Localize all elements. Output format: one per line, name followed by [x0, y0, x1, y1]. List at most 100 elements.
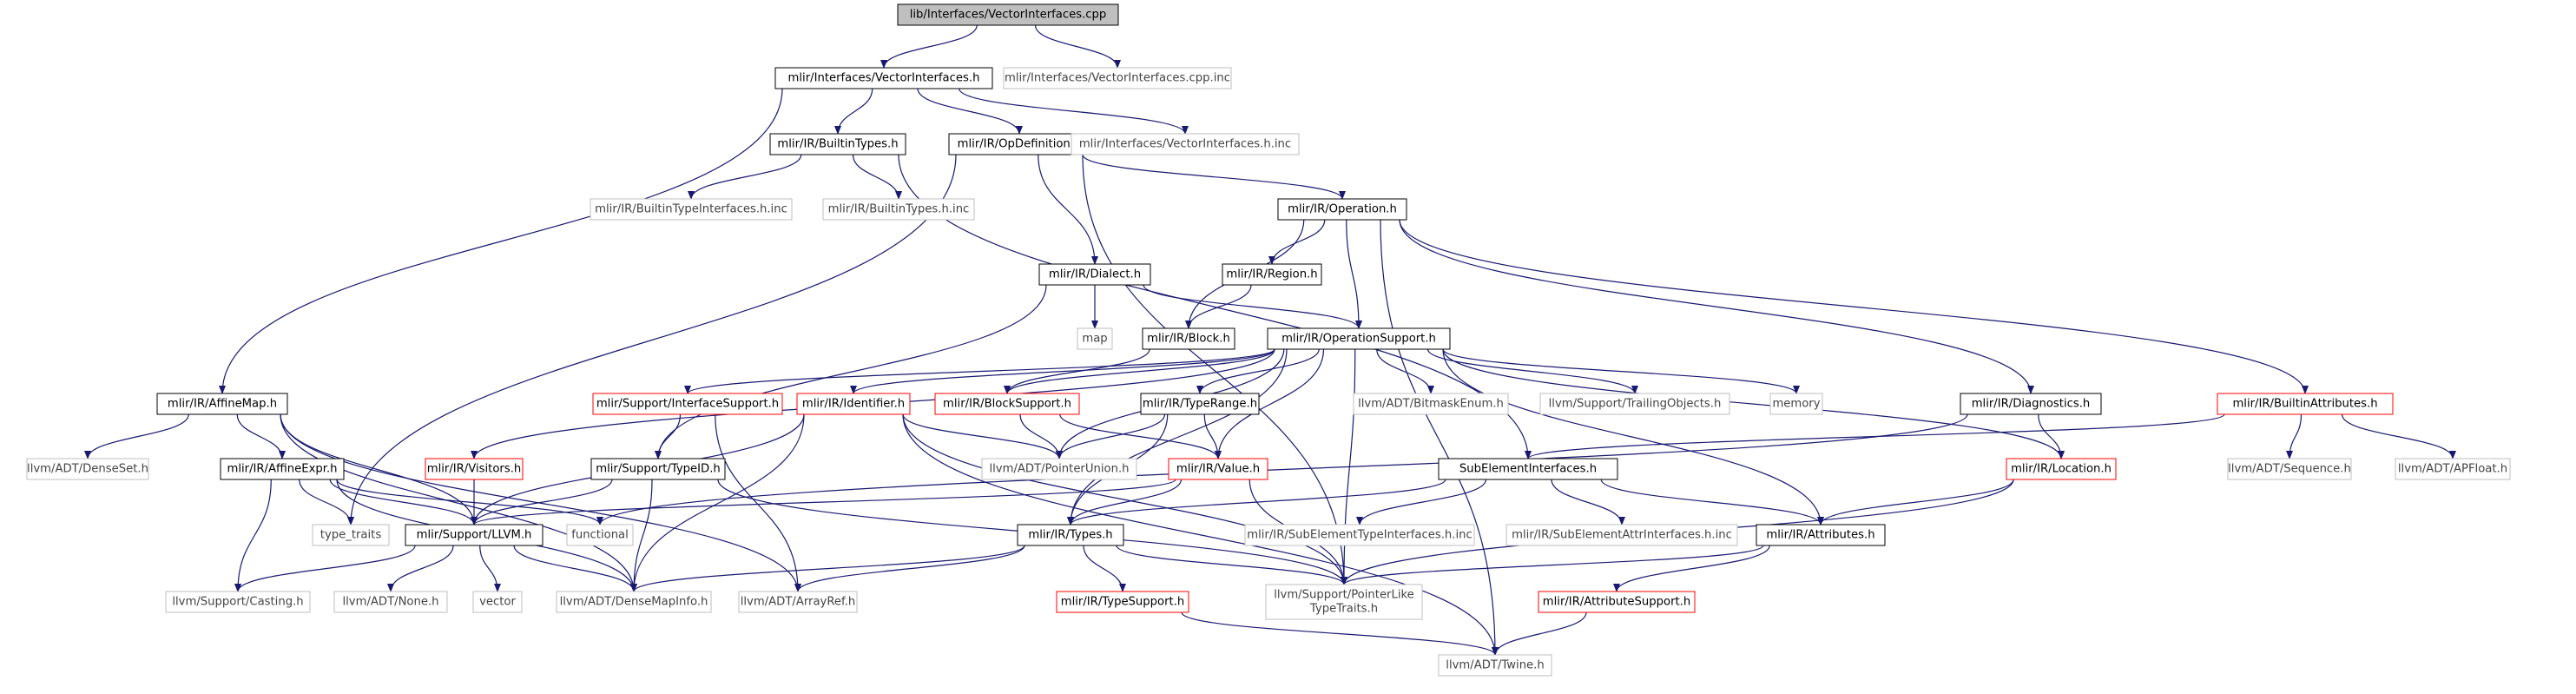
node-label: mlir/IR/BuiltinTypes.h [777, 138, 898, 151]
node-memory: memory [1769, 393, 1823, 415]
node-label: lib/Interfaces/VectorInterfaces.cpp [910, 9, 1107, 22]
edge-llvm_h-to-none_h [387, 545, 454, 592]
node-operation_h[interactable]: mlir/IR/Operation.h [1277, 198, 1407, 221]
node-label: llvm/ADT/DenseSet.h [27, 463, 148, 476]
node-box [2006, 458, 2117, 480]
node-label: mlir/IR/Identifier.h [802, 398, 905, 411]
node-location_h[interactable]: mlir/IR/Location.h [2006, 458, 2117, 480]
node-label: llvm/Support/TrailingObjects.h [1549, 398, 1722, 411]
edge-value_h-to-types_h [1067, 479, 1183, 525]
node-box [2227, 458, 2352, 480]
node-label: mlir/IR/AttributeSupport.h [1543, 596, 1690, 609]
node-box [981, 458, 1137, 480]
edge-region_h-to-block_h [1185, 284, 1252, 329]
node-sequence_h: llvm/ADT/Sequence.h [2227, 458, 2352, 480]
edge-types_h-to-densemapinfo_h [630, 545, 1025, 592]
node-box [592, 393, 783, 415]
node-label: llvm/ADT/PointerUnion.h [989, 463, 1129, 476]
node-label: map [1082, 333, 1107, 346]
node-box [333, 591, 448, 613]
node-affineexpr_h[interactable]: mlir/IR/AffineExpr.h [220, 458, 345, 480]
node-affinemap_h[interactable]: mlir/IR/AffineMap.h [156, 393, 288, 415]
node-label: mlir/IR/Region.h [1226, 268, 1317, 281]
node-llvm_h[interactable]: mlir/Support/LLVM.h [405, 524, 544, 546]
node-opdef_h[interactable]: mlir/IR/OpDefinition.h [948, 133, 1090, 155]
node-casting_h: llvm/Support/Casting.h [165, 591, 311, 613]
node-builtinattrs_h[interactable]: mlir/IR/BuiltinAttributes.h [2217, 393, 2394, 415]
node-typerange_h[interactable]: mlir/IR/TypeRange.h [1140, 393, 1260, 415]
node-box [590, 198, 793, 221]
node-attributes_h[interactable]: mlir/IR/Attributes.h [1756, 524, 1886, 546]
node-label: TypeTraits.h [1309, 603, 1378, 616]
edge-identifier_h-to-twine_h [902, 413, 1499, 656]
node-box [1539, 393, 1730, 415]
node-label: mlir/IR/BuiltinTypeInterfaces.h.inc [595, 203, 787, 216]
node-label: mlir/IR/BuiltinTypes.h.inc [828, 203, 970, 216]
edge-opdef_h-to-operation_h [1082, 154, 1346, 200]
node-label: mlir/IR/BuiltinAttributes.h [2232, 398, 2377, 411]
edge-types_h-to-ptrliketraits_h [1116, 545, 1347, 585]
node-vi_cpp_inc: mlir/Interfaces/VectorInterfaces.cpp.inc [1003, 67, 1232, 89]
nodes-layer: lib/Interfaces/VectorInterfaces.cpp mlir/… [26, 3, 2511, 677]
node-box [312, 524, 390, 546]
node-map: map [1077, 327, 1113, 350]
edge-affineexpr_h-to-type_traits [299, 479, 354, 525]
node-box [26, 458, 149, 480]
node-attrsupport_h[interactable]: mlir/IR/AttributeSupport.h [1538, 591, 1696, 613]
node-typeid_h[interactable]: mlir/Support/TypeID.h [590, 458, 726, 480]
node-opsupport_h[interactable]: mlir/IR/OperationSupport.h [1267, 327, 1451, 350]
node-label: mlir/IR/Attributes.h [1766, 529, 1874, 542]
edge-identifier_h-to-densemapinfo_h [630, 413, 805, 592]
edge-blocksupport_h-to-value_h [1059, 413, 1222, 459]
node-label: mlir/IR/Location.h [2011, 463, 2112, 476]
node-box [1038, 263, 1151, 286]
edge-builtintypes_h-to-bt_h_inc [852, 154, 902, 200]
node-arrayref_h: llvm/ADT/ArrayRef.h [738, 591, 858, 613]
node-identifier_h[interactable]: mlir/IR/Identifier.h [796, 393, 911, 415]
node-ifsupport_h[interactable]: mlir/Support/InterfaceSupport.h [592, 393, 783, 415]
edge-opsupport_h-to-typerange_h [1196, 348, 1320, 394]
node-label: mlir/IR/Operation.h [1288, 203, 1397, 216]
node-functional: functional [566, 524, 634, 546]
node-region_h[interactable]: mlir/IR/Region.h [1222, 263, 1322, 286]
edge-block_h-to-blocksupport_h [1004, 348, 1150, 394]
node-typesupport_h[interactable]: mlir/IR/TypeSupport.h [1056, 591, 1189, 613]
node-denseset_h: llvm/ADT/DenseSet.h [26, 458, 149, 480]
edge-vi_h-to-vi_h_inc [959, 88, 1189, 135]
node-label: type_traits [320, 529, 382, 542]
edge-opsupport_h-to-location_h [1442, 348, 2065, 459]
node-box [425, 458, 524, 480]
node-diagnostics_h[interactable]: mlir/IR/Diagnostics.h [1960, 393, 2102, 415]
node-dialect_h[interactable]: mlir/IR/Dialect.h [1038, 263, 1151, 286]
node-label: llvm/Support/Casting.h [172, 596, 303, 609]
node-types_h[interactable]: mlir/IR/Types.h [1017, 524, 1124, 546]
node-block_h[interactable]: mlir/IR/Block.h [1142, 327, 1235, 350]
edge-llvm_h-to-vector [479, 545, 501, 592]
node-vi_h[interactable]: mlir/Interfaces/VectorInterfaces.h [774, 67, 993, 89]
node-label: mlir/Interfaces/VectorInterfaces.h.inc [1079, 138, 1291, 151]
node-label: mlir/IR/TypeSupport.h [1061, 596, 1185, 609]
node-label: llvm/ADT/ArrayRef.h [741, 596, 856, 609]
node-value_h[interactable]: mlir/IR/Value.h [1168, 458, 1268, 480]
node-builtintypes_h[interactable]: mlir/IR/BuiltinTypes.h [769, 133, 906, 155]
node-bitmaskenum_h: llvm/ADT/BitmaskEnum.h [1353, 393, 1509, 415]
edge-identifier_h-to-pointerunion_h [902, 413, 1063, 459]
edge-attributes_h-to-ptrliketraits_h [1341, 545, 1764, 585]
node-blocksupport_h[interactable]: mlir/IR/BlockSupport.h [934, 393, 1080, 415]
node-box [1756, 524, 1886, 546]
node-vi_h_inc: mlir/Interfaces/VectorInterfaces.h.inc [1071, 133, 1300, 155]
node-box [1265, 584, 1423, 620]
node-box [220, 458, 345, 480]
edge-subelem_h-to-attributes_h [1600, 479, 1824, 525]
node-label: mlir/IR/TypeRange.h [1143, 398, 1257, 411]
node-bt_h_inc: mlir/IR/BuiltinTypes.h.inc [822, 198, 975, 221]
node-box [1438, 654, 1552, 677]
node-visitors_h[interactable]: mlir/IR/Visitors.h [425, 458, 524, 480]
node-label: mlir/Support/LLVM.h [417, 529, 532, 542]
node-subelem_h[interactable]: SubElementInterfaces.h [1438, 458, 1618, 480]
node-label: memory [1772, 398, 1820, 411]
node-label: mlir/Interfaces/VectorInterfaces.h [788, 72, 980, 85]
node-vector: vector [472, 591, 523, 613]
node-box [738, 591, 858, 613]
